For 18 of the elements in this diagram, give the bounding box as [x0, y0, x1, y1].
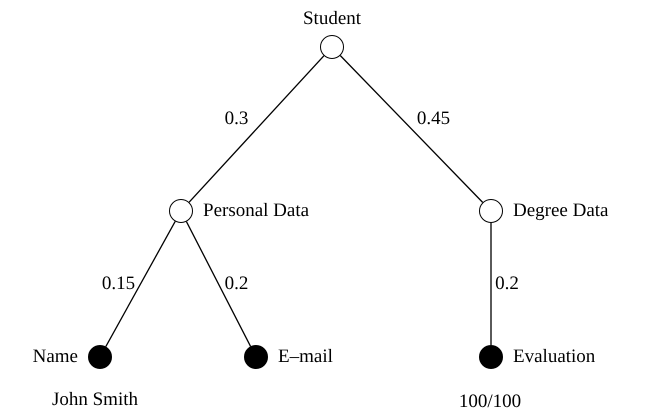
node-label: Degree Data — [513, 198, 608, 223]
node-label: Personal Data — [203, 198, 310, 223]
edge-label: 0.3 — [224, 106, 248, 131]
edge-label: 0.2 — [495, 272, 519, 296]
connector-line — [186, 221, 252, 347]
edge-label: 0.15 — [102, 272, 136, 296]
node-label: Evaluation — [513, 344, 596, 369]
connector-line — [188, 55, 324, 203]
node-label: Student — [302, 6, 362, 30]
edge-label: 0.45 — [416, 106, 450, 131]
value-text: John Smith — [52, 388, 138, 412]
edge-label: 0.2 — [224, 272, 248, 296]
value-text: 100/100 — [458, 390, 522, 414]
connector-line — [490, 223, 492, 345]
node-label: E–mail — [278, 344, 333, 369]
connector-line — [340, 55, 484, 203]
node-label: Name — [32, 344, 78, 369]
connector-line — [105, 221, 176, 347]
